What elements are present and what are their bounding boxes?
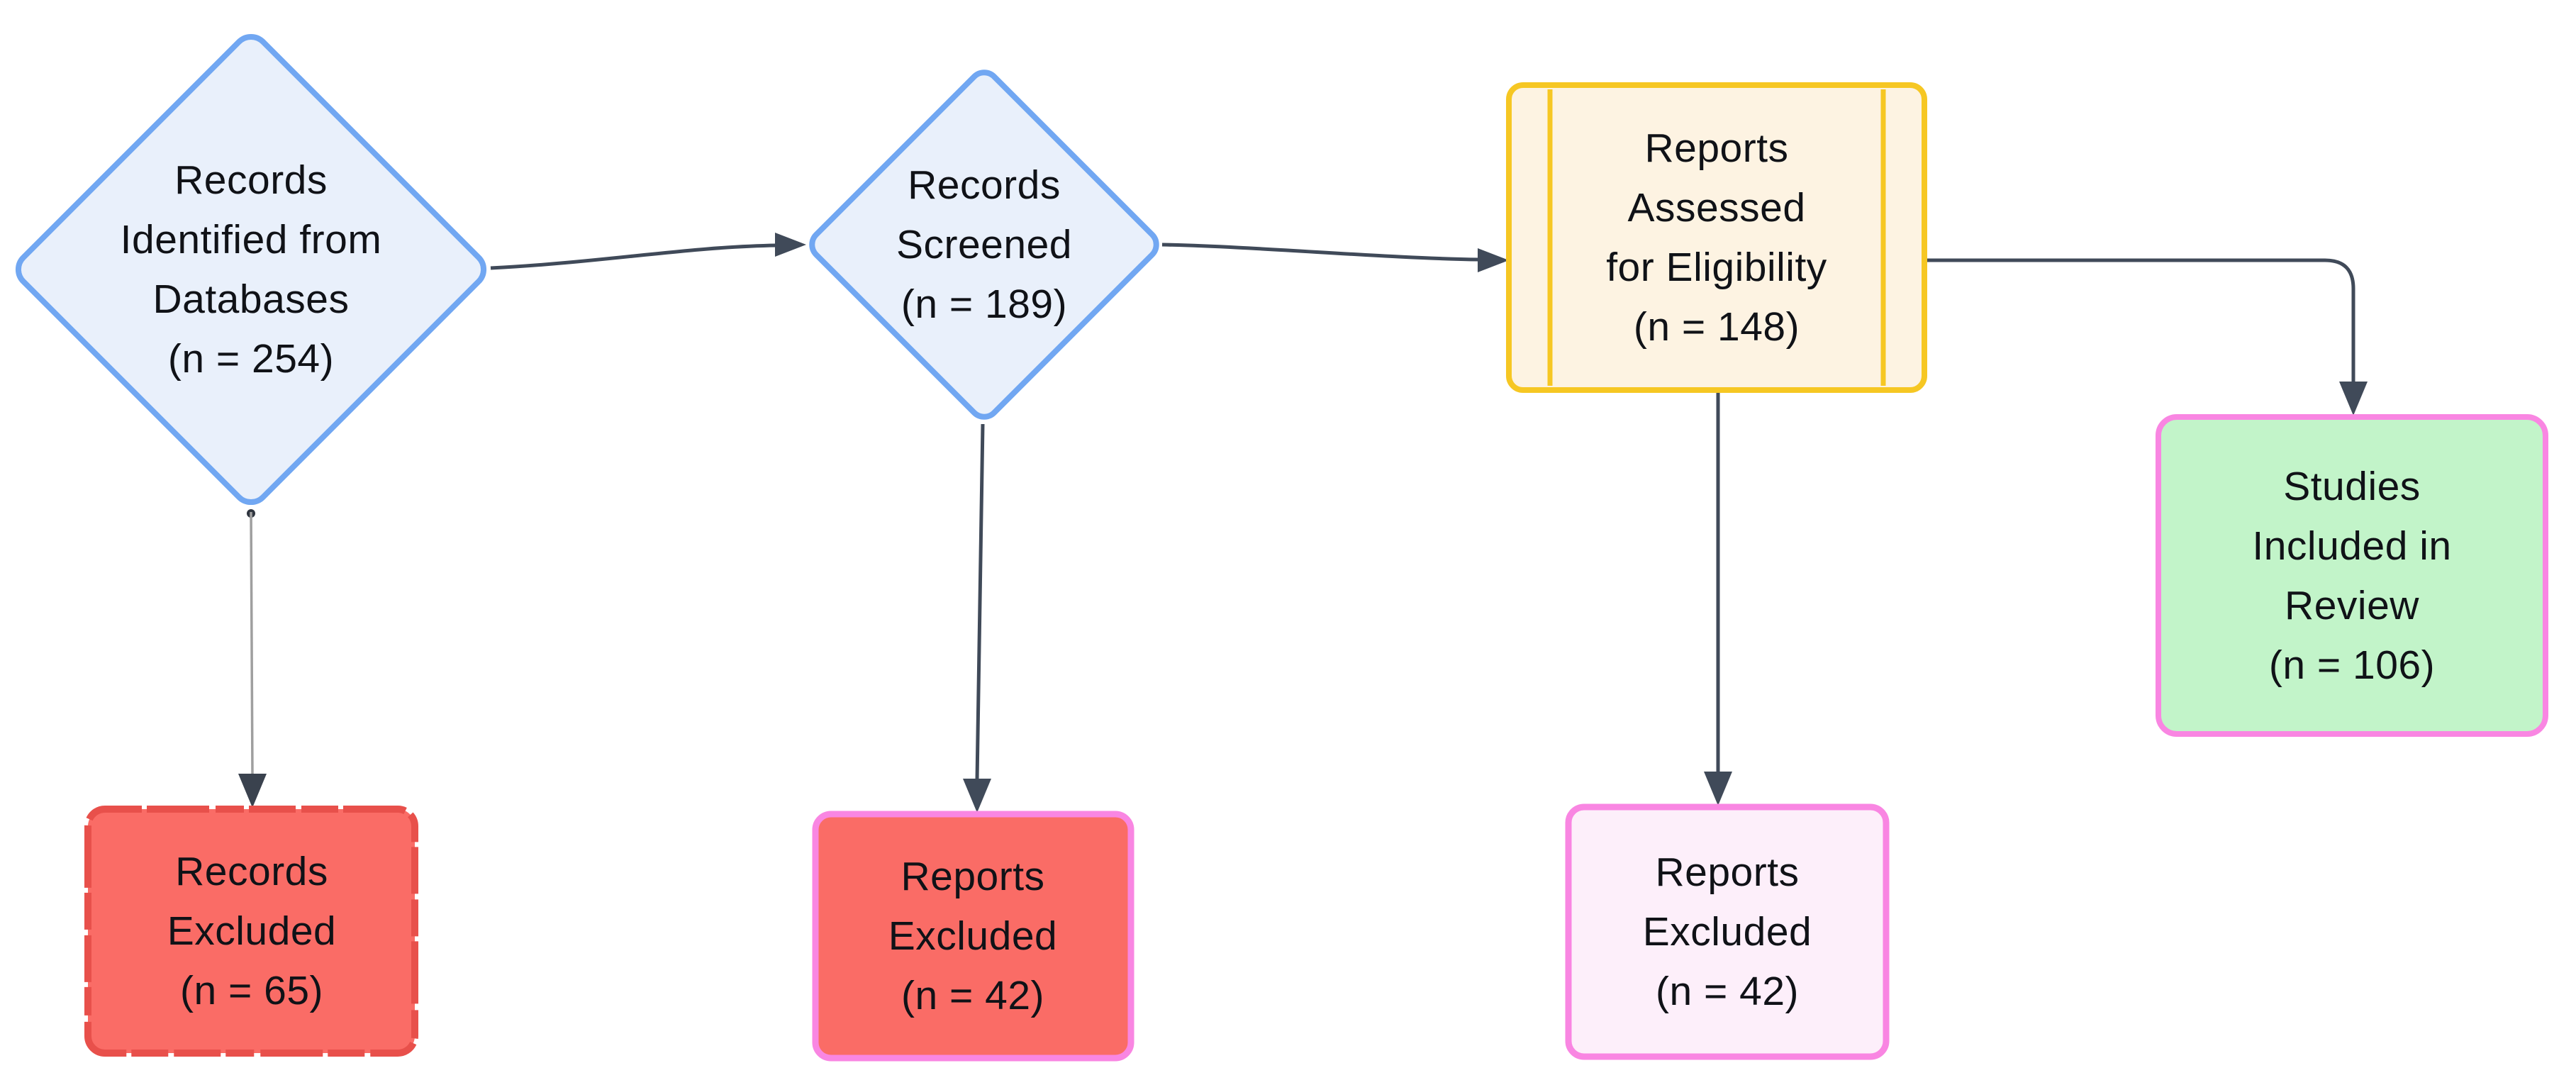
node-records-screened-diamond [809,69,1159,420]
edge-screened-to-assessed-arrowhead [1478,248,1509,272]
edge-screened-to-excluded-arrowhead [963,779,991,813]
node-reports-excluded-eligibility-box [1565,803,1890,1060]
edge-screened-to-assessed [1161,243,1480,262]
edge-assessed-to-included-arrowhead [2339,382,2368,416]
edge-identified-to-screened-arrowhead [775,233,806,257]
node-reports-assessed-subroutine [1506,82,1927,393]
node-records-excluded-box [84,806,418,1057]
node-records-identified-diamond [15,33,487,506]
node-studies-included-box [2156,414,2548,737]
edge-screened-to-excluded [975,423,985,781]
edge-identified-to-screened [490,243,777,270]
node-reports-excluded-screening-box [812,811,1134,1062]
edge-assessed-to-included [1924,258,2355,382]
edge-assessed-to-excluded-arrowhead [1704,772,1732,806]
edge-identified-to-excluded-arrowhead [238,774,267,808]
edge-identified-to-excluded [250,511,254,776]
